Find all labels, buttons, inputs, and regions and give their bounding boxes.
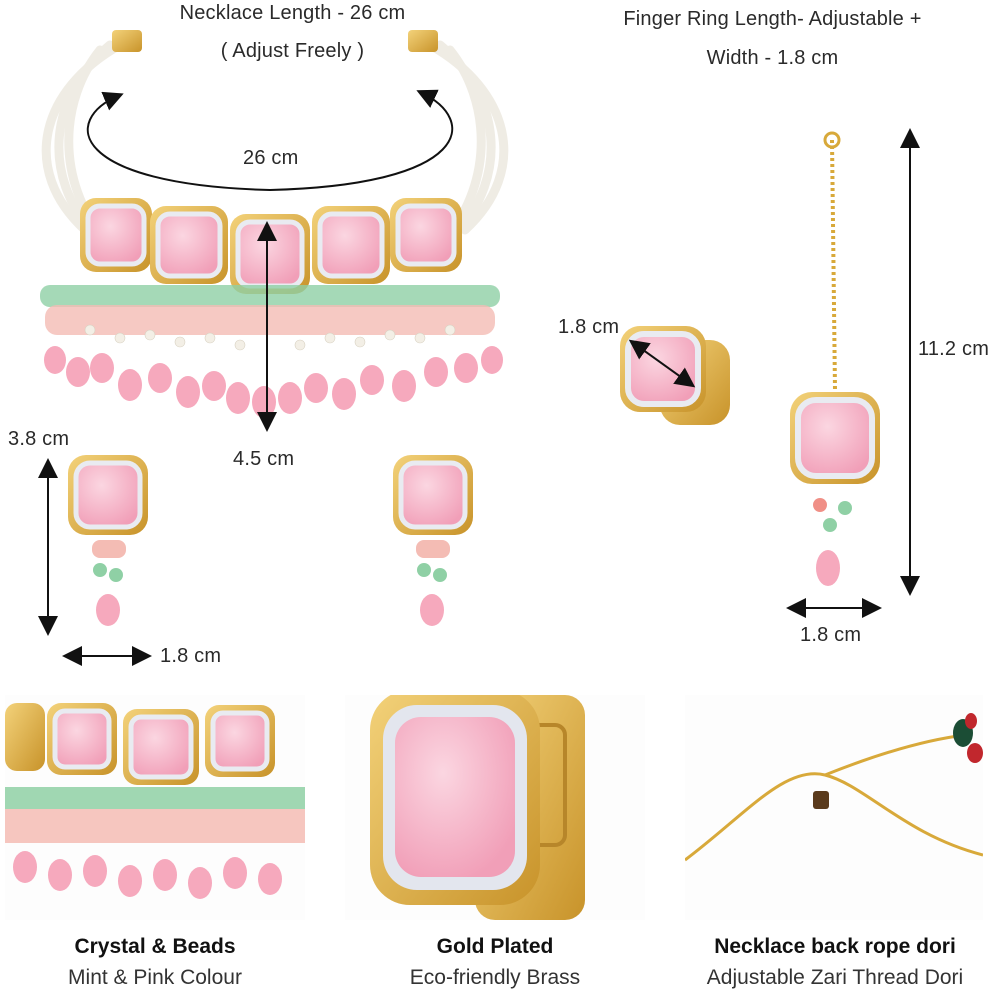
gold-plated-closeup [345,695,645,920]
right-earring [393,455,473,626]
feature-title-gold: Gold Plated [436,935,554,958]
earring-height-label: 3.8 cm [8,428,70,450]
feature-subtitle-crystal: Mint & Pink Colour [68,966,242,989]
tikka-width-label: 1.8 cm [800,624,862,646]
feature-subtitle-rope: Adjustable Zari Thread Dori [706,966,964,989]
right-clasp [408,30,438,52]
measurement-arrows [38,89,920,666]
crystal-beads-closeup [5,695,305,920]
necklace-stones [80,198,462,294]
back-rope-panel [685,695,983,920]
necklace-span-label: 26 cm [243,147,299,169]
finger-ring [620,326,730,425]
tikka-height-label: 11.2 cm [918,338,990,360]
feature-title-crystal: Crystal & Beads [74,935,236,958]
left-earring [68,455,148,626]
adjust-freely-label: ( Adjust Freely ) [220,40,365,62]
feature-title-rope: Necklace back rope dori [714,935,956,958]
gold-plated-panel [345,695,645,920]
ring-width-label: Width - 1.8 cm [706,47,839,69]
necklace-length-label: Necklace Length - 26 cm [179,2,406,24]
ring-width-dimension-label: 1.8 cm [558,316,620,338]
crystal-beads-panel [5,695,305,920]
maang-tikka [790,131,880,586]
necklace-bead-fringe [40,285,503,418]
necklace-height-label: 4.5 cm [233,448,295,470]
left-clasp [112,30,142,52]
ring-length-label: Finger Ring Length- Adjustable + [623,8,922,30]
necklace-pearl-strings [41,40,509,245]
back-rope-closeup [685,695,983,920]
feature-subtitle-gold: Eco-friendly Brass [409,966,581,989]
earring-width-label: 1.8 cm [160,645,222,667]
